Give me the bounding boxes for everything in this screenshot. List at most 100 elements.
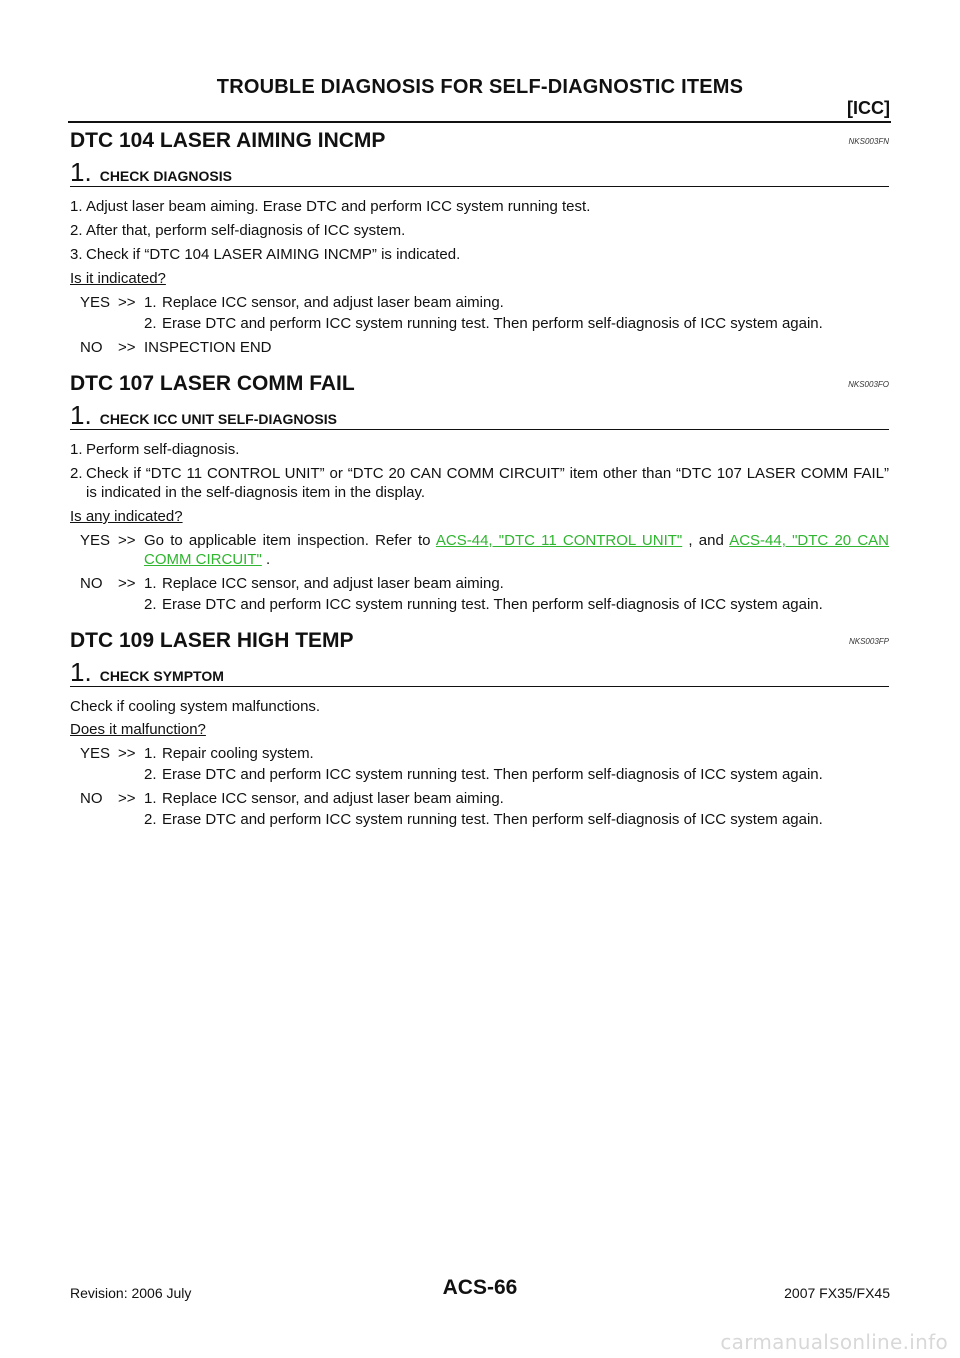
paragraph: Check if cooling system malfunctions. [70, 698, 321, 715]
page-title: TROUBLE DIAGNOSIS FOR SELF-DIAGNOSTIC IT… [216, 76, 744, 98]
answers: YES >> Go to applicable item inspection.… [80, 531, 889, 614]
decision-question: Is any indicated? [70, 508, 183, 525]
answer-line-number: 1. [144, 575, 157, 592]
answers: YES >> 1. Replace ICC sensor, and adjust… [80, 293, 889, 357]
answer-key: YES [80, 532, 111, 549]
header-rule [68, 121, 891, 123]
answer-arrow: >> [118, 790, 136, 807]
list-item: 2. After that, perform self-diagnosis of… [70, 221, 889, 240]
answer-body: 1. Repair cooling system. 2. Erase DTC a… [144, 744, 889, 784]
procedure-list: 1. Adjust laser beam aiming. Erase DTC a… [70, 197, 889, 264]
answer-arrow: >> [118, 532, 136, 549]
list-item-number: 2. [70, 222, 83, 239]
list-item: 1. Perform self-diagnosis. [70, 440, 889, 459]
answer-text: Go to applicable item inspection. Refer … [144, 532, 436, 549]
reference-link-dtc11[interactable]: ACS-44, "DTC 11 CONTROL UNIT" [435, 532, 683, 549]
answer-key: NO [80, 575, 103, 592]
answer-no: NO >> 1. Replace ICC sensor, and adjust … [80, 789, 889, 829]
answer-body: 1. Replace ICC sensor, and adjust laser … [144, 789, 889, 829]
answer-no: NO >> INSPECTION END [80, 338, 889, 357]
step-header: 1. CHECK DIAGNOSIS [70, 158, 889, 187]
answer-line: 2. Erase DTC and perform ICC system runn… [144, 765, 889, 784]
watermark: carmanualsonline.info [720, 1330, 948, 1354]
answer-line: 1. Replace ICC sensor, and adjust laser … [144, 789, 889, 808]
answer-text: . [261, 551, 271, 568]
step-title: CHECK ICC UNIT SELF-DIAGNOSIS [99, 411, 337, 427]
answer-line: 2. Erase DTC and perform ICC system runn… [144, 810, 889, 829]
step-dot: . [84, 657, 92, 687]
answer-line-number: 1. [144, 294, 157, 311]
document-body: DTC 104 LASER AIMING INCMP NKS003FN 1. C… [70, 128, 889, 834]
list-item-number: 2. [70, 465, 83, 482]
section-heading: DTC 104 LASER AIMING INCMP NKS003FN [70, 128, 889, 154]
decision-question: Is it indicated? [70, 270, 166, 287]
reference-link-dtc20[interactable]: ACS-44, "DTC 20 CAN COMM CIRCUIT" [144, 532, 890, 568]
answer-key: YES [80, 294, 111, 311]
revision-label: Revision: 2006 July [70, 1285, 192, 1301]
answer-body: 1. Replace ICC sensor, and adjust laser … [144, 293, 889, 333]
answer-arrow: >> [118, 745, 136, 762]
answer-line: 1. Repair cooling system. [144, 744, 889, 763]
answer-line-number: 1. [144, 745, 157, 762]
answer-key: NO [80, 790, 103, 807]
answer-line-number: 2. [144, 596, 157, 613]
section-code: NKS003FO [848, 380, 889, 389]
list-item: 2. Check if “DTC 11 CONTROL UNIT” or “DT… [70, 464, 889, 502]
step-dot: . [84, 157, 92, 187]
list-item: 3. Check if “DTC 104 LASER AIMING INCMP”… [70, 245, 889, 264]
answer-line-number: 2. [144, 766, 157, 783]
answer-line-text: Repair cooling system. [162, 745, 314, 762]
step-number: 1 [70, 657, 85, 687]
answer-line-text: Replace ICC sensor, and adjust laser bea… [162, 294, 504, 311]
answer-arrow: >> [118, 294, 136, 311]
section-title: DTC 107 LASER COMM FAIL [70, 372, 355, 395]
answer-yes: YES >> 1. Repair cooling system. 2. Eras… [80, 744, 889, 784]
answers: YES >> 1. Repair cooling system. 2. Eras… [80, 744, 889, 829]
list-item-number: 1. [70, 441, 83, 458]
answer-line-number: 2. [144, 811, 157, 828]
section-title: DTC 104 LASER AIMING INCMP [70, 129, 386, 152]
answer-line: 2. Erase DTC and perform ICC system runn… [144, 595, 889, 614]
answer-no: NO >> 1. Replace ICC sensor, and adjust … [80, 574, 889, 614]
answer-line-text: Erase DTC and perform ICC system running… [162, 596, 823, 613]
section-heading: DTC 109 LASER HIGH TEMP NKS003FP [70, 628, 889, 654]
answer-text: , and [682, 532, 730, 549]
answer-line-text: Erase DTC and perform ICC system running… [162, 315, 823, 332]
step-header: 1. CHECK SYMPTOM [70, 658, 889, 687]
answer-text: INSPECTION END [144, 339, 272, 356]
answer-body: 1. Replace ICC sensor, and adjust laser … [144, 574, 889, 614]
section-code: NKS003FN [848, 137, 889, 146]
answer-line: 1. Replace ICC sensor, and adjust laser … [144, 293, 889, 312]
section-title: DTC 109 LASER HIGH TEMP [70, 629, 354, 652]
answer-body: Go to applicable item inspection. Refer … [144, 531, 889, 569]
model-label: 2007 FX35/FX45 [784, 1285, 890, 1301]
answer-yes: YES >> 1. Replace ICC sensor, and adjust… [80, 293, 889, 333]
answer-arrow: >> [118, 339, 136, 356]
list-item-number: 1. [70, 198, 83, 215]
step-header: 1. CHECK ICC UNIT SELF-DIAGNOSIS [70, 401, 889, 430]
page-number: ACS-66 [442, 1276, 518, 1299]
answer-key: NO [80, 339, 103, 356]
answer-line-number: 1. [144, 790, 157, 807]
list-item-text: Check if “DTC 104 LASER AIMING INCMP” is… [86, 246, 461, 263]
decision-question: Does it malfunction? [70, 721, 206, 738]
answer-line-number: 2. [144, 315, 157, 332]
answer-line: 1. Replace ICC sensor, and adjust laser … [144, 574, 889, 593]
step-title: CHECK SYMPTOM [99, 668, 224, 684]
step-title: CHECK DIAGNOSIS [99, 168, 232, 184]
list-item-text: Perform self-diagnosis. [86, 441, 240, 458]
step-number: 1 [70, 157, 85, 187]
answer-yes: YES >> Go to applicable item inspection.… [80, 531, 889, 569]
procedure-list: 1. Perform self-diagnosis. 2. Check if “… [70, 440, 889, 502]
section-tag: [ICC] [847, 98, 890, 118]
answer-line: 2. Erase DTC and perform ICC system runn… [144, 314, 889, 333]
section-heading: DTC 107 LASER COMM FAIL NKS003FO [70, 371, 889, 397]
list-item-text: After that, perform self-diagnosis of IC… [86, 222, 406, 239]
list-item-text: Adjust laser beam aiming. Erase DTC and … [86, 198, 591, 215]
answer-arrow: >> [118, 575, 136, 592]
step-dot: . [84, 400, 92, 430]
answer-line-text: Replace ICC sensor, and adjust laser bea… [162, 790, 504, 807]
step-number: 1 [70, 400, 85, 430]
list-item: 1. Adjust laser beam aiming. Erase DTC a… [70, 197, 889, 216]
answer-key: YES [80, 745, 111, 762]
